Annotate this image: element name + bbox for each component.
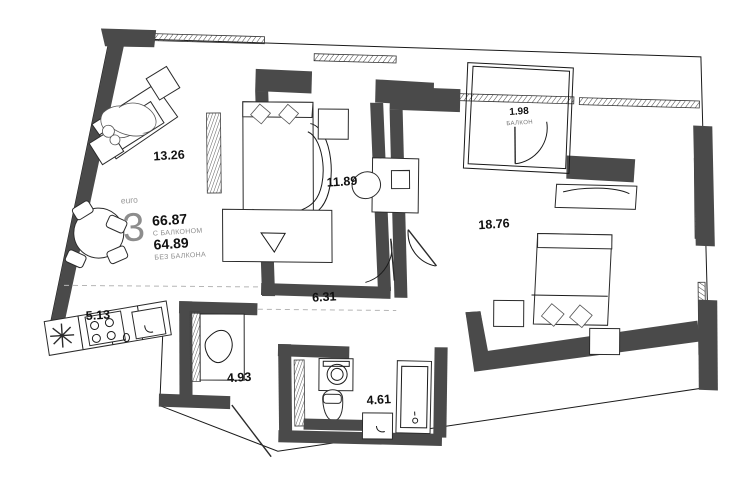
kitchen-tap-icon	[122, 333, 130, 342]
nightstand-bedroom1	[317, 108, 349, 140]
wall-bedroom2-lower-left	[465, 311, 487, 353]
label-hall-area: 4.93	[227, 370, 252, 386]
wall-hall-bottom	[158, 393, 231, 410]
wall-pier-right-upper	[693, 125, 715, 247]
wall-pier-balcony-right	[566, 155, 636, 183]
area-with-balcony: 66.87	[152, 211, 188, 229]
rooms-count: 3	[121, 205, 146, 250]
curtain-bedroom1	[206, 112, 222, 194]
wall-internal-bedroom1-bottom	[260, 282, 391, 299]
furniture-kitchen	[43, 300, 172, 356]
window-living	[149, 33, 265, 45]
euro-label: euro	[120, 195, 138, 206]
entrance-door	[231, 404, 272, 458]
balcony-door-swing	[515, 121, 548, 165]
wall-bathroom-bottom	[278, 430, 443, 446]
kitchen-sink-icon	[131, 306, 167, 340]
dining-table	[64, 200, 129, 269]
label-bedroom1-area: 11.89	[326, 174, 357, 190]
washbasin-icon	[361, 412, 394, 440]
label-balcony-area: 1.98	[509, 106, 530, 118]
window-bedroom1	[313, 53, 397, 64]
furniture-hall	[189, 310, 245, 382]
label-corridor-area: 6.31	[312, 289, 337, 305]
washing-machine-icon	[318, 357, 354, 392]
wall-bedroom2-bottom	[465, 311, 700, 372]
room-labels: 13.26 11.89 18.76 1.98 БАЛКОН 5.13 6.31 …	[85, 106, 533, 408]
area-without-balcony-caption: БЕЗ БАЛКОНА	[154, 251, 206, 261]
label-bedroom2-area: 18.76	[478, 216, 510, 232]
wall-bathroom-top	[277, 344, 350, 359]
wall-pier-top-mid	[255, 68, 313, 94]
nightstand-bedroom2-left	[493, 299, 525, 328]
sofa-throw	[100, 102, 157, 146]
wardrobe-hall	[199, 313, 245, 381]
wall-pier-top-left	[100, 28, 157, 48]
furniture-bathroom	[293, 357, 433, 440]
washbasin-counter	[303, 418, 364, 431]
area-without-balcony: 64.89	[153, 234, 189, 252]
dresser-bedroom1	[222, 208, 333, 263]
refrigerator-icon	[50, 323, 75, 348]
label-living-area: 13.26	[153, 148, 185, 164]
dashed-separators	[63, 284, 397, 312]
label-bathroom-area: 4.61	[366, 392, 391, 408]
bathtub-icon	[395, 360, 433, 435]
cooktop-icon	[84, 310, 126, 347]
wall-exterior-left	[47, 38, 126, 339]
wall-bathroom-right	[433, 347, 448, 438]
double-bed-bedroom2	[531, 233, 613, 329]
wall-hall-left	[179, 301, 193, 402]
summary-badge: euro 3 66.87 С БАЛКОНОМ 64.89 БЕЗ БАЛКОН…	[120, 195, 206, 262]
nightstand-bedroom2-right	[589, 327, 621, 356]
dashed-living-kitchen	[63, 284, 262, 288]
radiator-bedroom2	[554, 183, 638, 210]
label-kitchen-area: 5.13	[85, 308, 110, 324]
furniture-bedroom1	[206, 101, 420, 283]
furniture-bedroom2	[407, 183, 638, 356]
balcony-door-leaf	[514, 126, 516, 164]
toilet-icon	[322, 389, 344, 422]
balcony-outline	[462, 62, 574, 174]
wall-bathroom-left	[278, 344, 293, 442]
desk-bedroom1	[351, 157, 420, 214]
furniture-living	[64, 65, 181, 269]
window-bedroom2-top	[578, 97, 700, 109]
wall-pier-right-lower	[698, 299, 718, 391]
label-balcony-caption: БАЛКОН	[506, 120, 533, 128]
wall-pier-balcony-left	[389, 86, 461, 113]
area-with-balcony-caption: С БАЛКОНОМ	[153, 228, 203, 238]
door-swing-bedroom2	[407, 229, 436, 267]
